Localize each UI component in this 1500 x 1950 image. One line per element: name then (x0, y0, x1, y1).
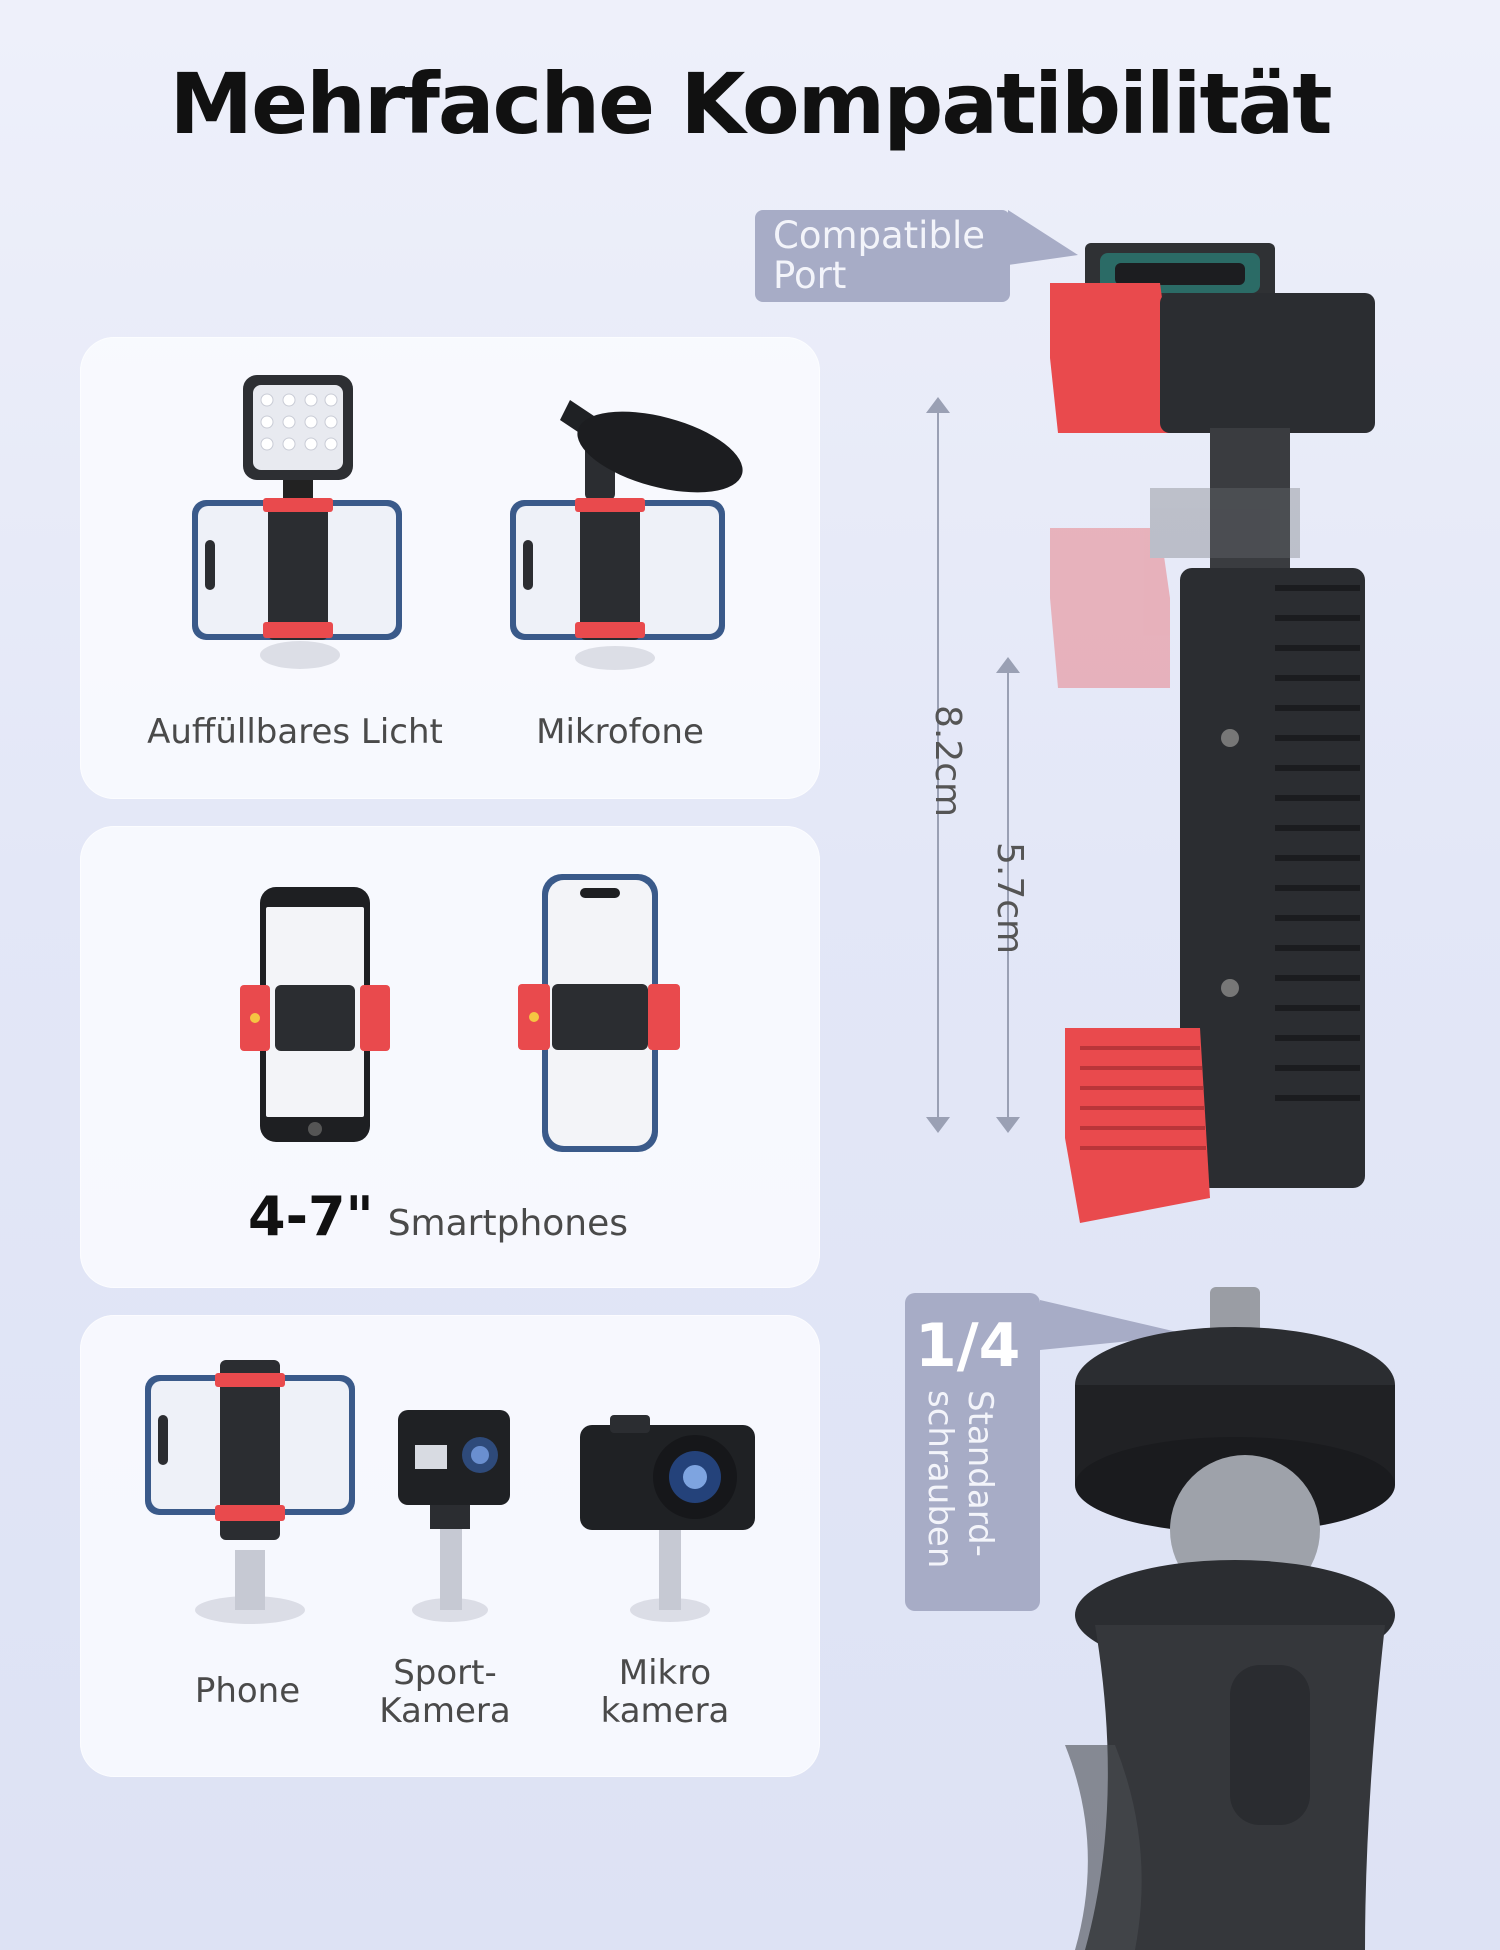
phone-clamp-illustration (1050, 243, 1375, 1223)
label-sport-camera: Sport- Kamera (379, 1653, 511, 1731)
microphone-illustration (510, 400, 743, 670)
size-line: 4-7" Smartphones (248, 1185, 628, 1248)
tripod-ballhead-illustration (1065, 1287, 1395, 1950)
page-title: Mehrfache Kompatibilität (169, 55, 1333, 153)
screw-tag: 1/4 (905, 1293, 1040, 1611)
compatible-port-text: Compatible Port (773, 214, 985, 297)
label-microphones: Mikrofone (536, 712, 704, 752)
port-pointer (1008, 210, 1078, 265)
fill-light-illustration (192, 375, 402, 669)
label-fill-light: Auffüllbares Licht (147, 712, 443, 752)
label-phone: Phone (194, 1671, 301, 1711)
size-value: 4-7" (248, 1185, 374, 1248)
phone-large-illustration (518, 874, 680, 1152)
mirrorless-camera-illustration (580, 1415, 755, 1622)
compatible-port-tag: Compatible Port (755, 210, 1010, 302)
dimension-inner-label: 5.7cm (989, 842, 1030, 955)
card-smartphones (80, 826, 820, 1288)
screw-text: Standard- schrauben (920, 1390, 1000, 1569)
dimension-outer-label: 8.2cm (927, 705, 968, 818)
screw-size: 1/4 (915, 1311, 1021, 1381)
size-text: Smartphones (387, 1203, 629, 1244)
phone-small-illustration (240, 887, 390, 1142)
phone-holder-illustration (145, 1360, 355, 1624)
action-camera-illustration (398, 1410, 510, 1622)
dimension-arrows (926, 397, 1020, 1133)
label-micro-camera: Mikro kamera (600, 1653, 730, 1731)
